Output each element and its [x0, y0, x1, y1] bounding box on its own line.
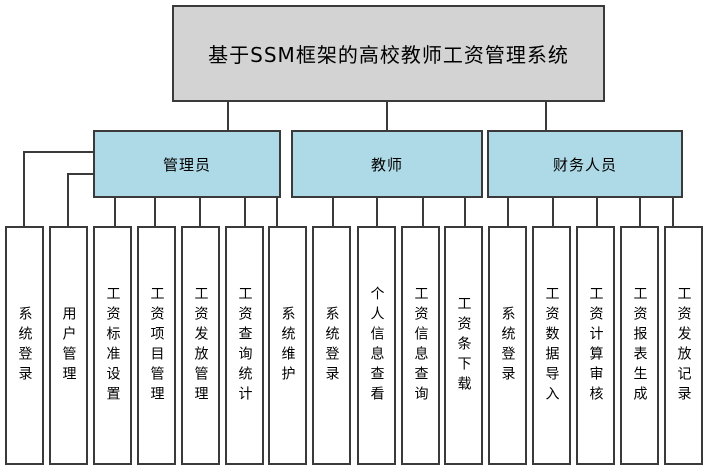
module-admin-salary-standard-setting: 工资标准设置	[93, 226, 132, 465]
role-label-teacher: 教师	[370, 155, 403, 174]
module-admin-salary-query-statistics: 工资查询统计	[225, 226, 264, 465]
module-label: 系统维护	[279, 305, 296, 386]
title-text: 基于SSM框架的高校教师工资管理系统	[208, 43, 569, 67]
module-admin-user-management: 用户管理	[49, 226, 88, 465]
role-box-admin: 管理员	[93, 130, 281, 198]
module-label: 工资数据导入	[543, 285, 560, 406]
module-admin-system-login: 系统登录	[5, 226, 44, 465]
module-label: 工资发放记录	[675, 285, 692, 406]
module-label: 用户管理	[60, 305, 77, 386]
role-box-finance: 财务人员	[487, 130, 683, 198]
module-label: 工资发放管理	[192, 285, 209, 406]
role-label-admin: 管理员	[162, 155, 211, 174]
title-box: 基于SSM框架的高校教师工资管理系统	[172, 5, 605, 102]
connector-admin-leaf2	[67, 173, 94, 227]
module-finance-salary-calc-audit: 工资计算审核	[576, 226, 615, 465]
module-label: 工资信息查询	[412, 285, 429, 406]
module-finance-system-login: 系统登录	[488, 226, 527, 465]
module-admin-system-maintenance: 系统维护	[268, 226, 307, 465]
module-finance-salary-payment-record: 工资发放记录	[664, 226, 703, 465]
module-label: 工资项目管理	[148, 285, 165, 406]
module-finance-salary-data-import: 工资数据导入	[532, 226, 571, 465]
module-admin-salary-payment-management: 工资发放管理	[181, 226, 220, 465]
module-label: 工资报表生成	[631, 285, 648, 406]
module-teacher-payslip-download: 工资条下载	[444, 226, 483, 465]
module-teacher-system-login: 系统登录	[312, 226, 351, 465]
module-label: 工资条下载	[455, 295, 472, 396]
module-label: 系统登录	[499, 305, 516, 386]
connector-admin-leaf1	[23, 151, 94, 227]
role-box-teacher: 教师	[291, 130, 483, 198]
module-teacher-salary-info-query: 工资信息查询	[401, 226, 440, 465]
module-label: 系统登录	[16, 305, 33, 386]
module-teacher-personal-info-view: 个人信息查看	[357, 226, 396, 465]
module-label: 工资计算审核	[587, 285, 604, 406]
module-finance-salary-report-generation: 工资报表生成	[620, 226, 659, 465]
module-label: 系统登录	[323, 305, 340, 386]
module-admin-salary-item-management: 工资项目管理	[137, 226, 176, 465]
module-label: 工资查询统计	[236, 285, 253, 406]
module-label: 个人信息查看	[368, 285, 385, 406]
role-label-finance: 财务人员	[552, 155, 617, 174]
module-label: 工资标准设置	[104, 285, 121, 406]
